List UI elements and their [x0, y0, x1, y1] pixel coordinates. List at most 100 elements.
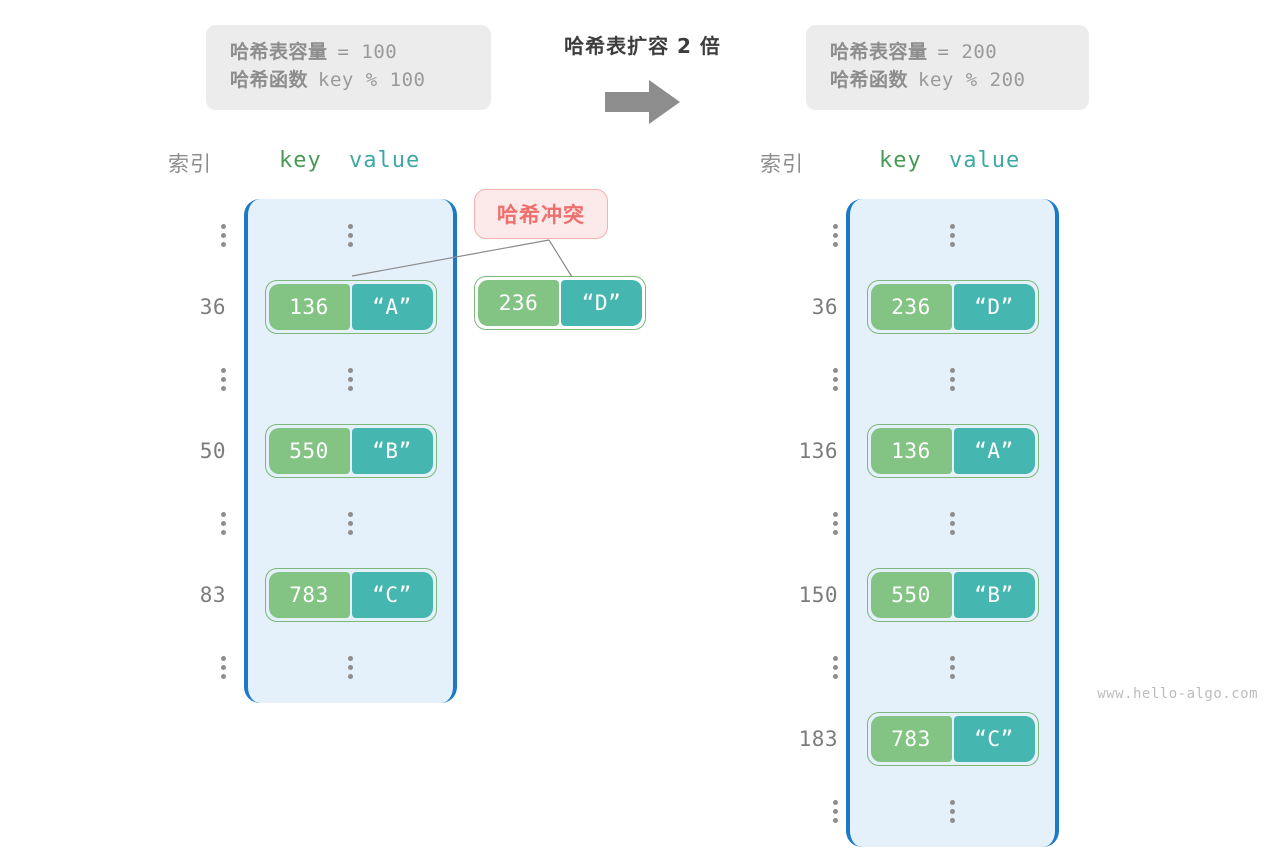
- table-row: 783“C”: [850, 703, 1055, 775]
- watermark: www.hello-algo.com: [1097, 686, 1258, 702]
- arrow-right-icon: [530, 74, 755, 130]
- index-ellipsis: [760, 631, 838, 703]
- header-value-left: value: [349, 148, 421, 173]
- table-row-ellipsis: [850, 343, 1055, 415]
- pair-value: “D”: [953, 284, 1035, 330]
- pair-value: “C”: [351, 572, 433, 618]
- ellipsis-icon: [950, 511, 955, 535]
- header-index-left: 索引: [168, 152, 212, 176]
- ellipsis-icon: [221, 367, 226, 391]
- pair-key: 550: [268, 428, 350, 474]
- index-ellipsis: [760, 343, 838, 415]
- index-ellipsis: [168, 631, 226, 703]
- function-label: 哈希函数: [830, 68, 909, 91]
- table-row-ellipsis: [850, 631, 1055, 703]
- index-ellipsis: [760, 775, 838, 847]
- pair-key: 550: [870, 572, 952, 618]
- index-label: 136: [798, 439, 838, 463]
- pair-entry: 136“A”: [264, 280, 437, 334]
- capacity-line-before: 哈希表容量 = 100: [230, 39, 467, 67]
- bucket-column-before: 136“A” 550“B” 783“C”: [244, 199, 457, 703]
- index-label: 36: [811, 295, 838, 319]
- collision-pair: 236 “D”: [474, 276, 646, 330]
- table-row-ellipsis: [248, 631, 453, 703]
- ellipsis-icon: [833, 655, 838, 679]
- index-column-before: 36 50 83: [168, 199, 244, 703]
- pair-key: 236: [870, 284, 952, 330]
- pair-entry: 236 “D”: [474, 276, 646, 330]
- pair-value: “C”: [953, 716, 1035, 762]
- ellipsis-icon: [950, 367, 955, 391]
- capacity-label: 哈希表容量: [830, 41, 928, 63]
- table-row: 550“B”: [850, 559, 1055, 631]
- pair-entry: 550“B”: [866, 568, 1039, 622]
- table-row-ellipsis: [850, 199, 1055, 271]
- table-row: 136“A”: [850, 415, 1055, 487]
- index-ellipsis: [168, 487, 226, 559]
- function-value: key % 100: [318, 68, 426, 91]
- index-ellipsis: [760, 199, 838, 271]
- pair-key: 236: [478, 280, 559, 326]
- pair-key: 783: [870, 716, 952, 762]
- index-ellipsis: [168, 199, 226, 271]
- header-value-right: value: [949, 148, 1021, 173]
- hash-collision-badge: 哈希冲突: [474, 189, 608, 239]
- ellipsis-icon: [348, 655, 353, 679]
- pair-key: 136: [870, 428, 952, 474]
- ellipsis-icon: [950, 223, 955, 247]
- capacity-line-after: 哈希表容量 = 200: [830, 39, 1065, 67]
- pair-key: 783: [268, 572, 350, 618]
- info-box-after: 哈希表容量 = 200 哈希函数 key % 200: [806, 25, 1089, 111]
- header-index-right: 索引: [760, 152, 804, 176]
- ellipsis-icon: [221, 655, 226, 679]
- ellipsis-icon: [348, 367, 353, 391]
- info-box-before: 哈希表容量 = 100 哈希函数 key % 100: [206, 25, 491, 111]
- index-label: 150: [798, 583, 838, 607]
- table-row-ellipsis: [850, 487, 1055, 559]
- function-line-before: 哈希函数 key % 100: [230, 67, 467, 95]
- table-row: 550“B”: [248, 415, 453, 487]
- capacity-value: = 100: [337, 41, 398, 63]
- header-key-left: key: [279, 148, 322, 173]
- function-value: key % 200: [918, 68, 1026, 91]
- pair-entry: 136“A”: [866, 424, 1039, 478]
- ellipsis-icon: [833, 367, 838, 391]
- table-row: 136“A”: [248, 271, 453, 343]
- table-row: 783“C”: [248, 559, 453, 631]
- ellipsis-icon: [221, 223, 226, 247]
- table-row-ellipsis: [248, 487, 453, 559]
- ellipsis-icon: [221, 511, 226, 535]
- pair-value: “A”: [953, 428, 1035, 474]
- ellipsis-icon: [833, 511, 838, 535]
- pair-entry: 783“C”: [866, 712, 1039, 766]
- function-label: 哈希函数: [230, 68, 309, 91]
- index-label: 36: [199, 295, 226, 319]
- table-row-ellipsis: [248, 199, 453, 271]
- bucket-column-after: 236“D” 136“A” 550“B” 783“C”: [846, 199, 1059, 847]
- ellipsis-icon: [950, 655, 955, 679]
- index-label: 183: [798, 727, 838, 751]
- ellipsis-icon: [833, 223, 838, 247]
- index-label: 50: [199, 439, 226, 463]
- ellipsis-icon: [833, 799, 838, 823]
- function-line-after: 哈希函数 key % 200: [830, 67, 1065, 95]
- ellipsis-icon: [348, 511, 353, 535]
- ellipsis-icon: [950, 799, 955, 823]
- capacity-value: = 200: [937, 41, 998, 63]
- index-label: 83: [199, 583, 226, 607]
- table-row-ellipsis: [850, 775, 1055, 847]
- pair-entry: 550“B”: [264, 424, 437, 478]
- pair-value: “D”: [561, 280, 642, 326]
- diagram-title: 哈希表扩容 2 倍: [564, 34, 721, 58]
- diagram-canvas: 哈希表容量 = 100 哈希函数 key % 100 哈希表扩容 2 倍 哈希表…: [168, 25, 1258, 847]
- pair-value: “B”: [351, 428, 433, 474]
- index-column-after: 36 136 150 183: [760, 199, 856, 847]
- pair-entry: 236“D”: [866, 280, 1039, 334]
- pair-entry: 783“C”: [264, 568, 437, 622]
- index-ellipsis: [168, 343, 226, 415]
- header-key-right: key: [879, 148, 922, 173]
- table-row: 236“D”: [850, 271, 1055, 343]
- pair-value: “B”: [953, 572, 1035, 618]
- index-ellipsis: [760, 487, 838, 559]
- ellipsis-icon: [348, 223, 353, 247]
